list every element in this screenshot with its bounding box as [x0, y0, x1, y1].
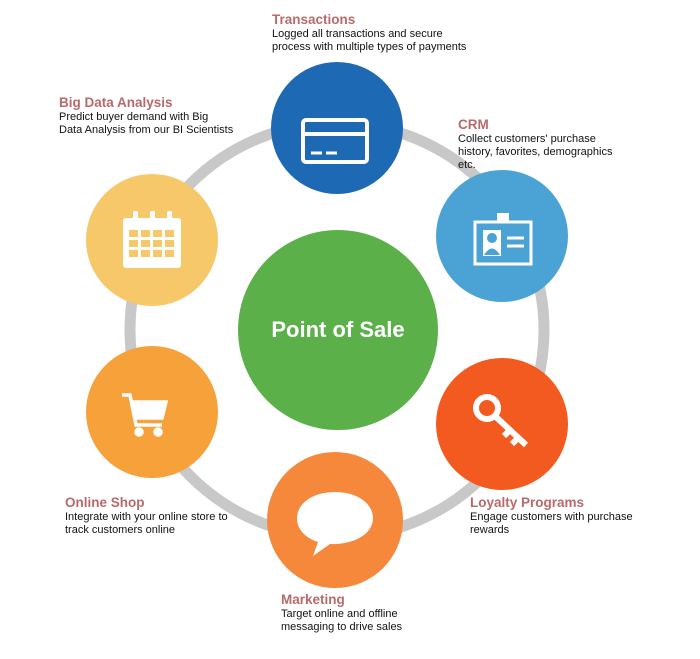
center-circle	[238, 230, 438, 430]
node-desc: Target online and offline messaging to d…	[281, 608, 403, 633]
calendar-icon	[123, 211, 181, 268]
label-online-shop: Online Shop Integrate with your online s…	[65, 495, 245, 537]
credit-card-icon	[301, 118, 369, 164]
node-title: Transactions	[272, 12, 356, 27]
node-desc: Logged all transactions and secure proce…	[272, 28, 467, 53]
center-label: Point of Sale	[271, 317, 405, 342]
node-transactions	[271, 62, 403, 194]
node-loyalty	[436, 358, 568, 490]
label-loyalty: Loyalty Programs Engage customers with p…	[470, 495, 655, 537]
speech-bubble-icon	[297, 492, 373, 556]
node-title: Online Shop	[65, 495, 145, 510]
node-title: CRM	[458, 117, 489, 132]
node-desc: Integrate with your online store to trac…	[65, 511, 228, 536]
key-icon	[473, 394, 529, 448]
label-big-data: Big Data Analysis Predict buyer demand w…	[59, 95, 234, 137]
node-online-shop	[86, 346, 218, 478]
id-card-icon	[473, 213, 533, 266]
node-big-data	[86, 174, 218, 306]
node-crm	[436, 170, 568, 302]
node-desc: Engage customers with purchase rewards	[470, 511, 633, 536]
node-desc: Predict buyer demand with Big Data Analy…	[59, 111, 234, 136]
label-marketing: Marketing Target online and offline mess…	[281, 592, 426, 634]
label-crm: CRM Collect customers' purchase history,…	[458, 117, 628, 172]
node-title: Big Data Analysis	[59, 95, 173, 110]
node-title: Marketing	[281, 592, 345, 607]
node-title: Loyalty Programs	[470, 495, 585, 510]
node-desc: Collect customers' purchase history, fav…	[458, 133, 613, 171]
node-marketing	[267, 452, 403, 588]
label-transactions: Transactions Logged all transactions and…	[272, 12, 472, 54]
shopping-cart-icon	[122, 393, 169, 437]
